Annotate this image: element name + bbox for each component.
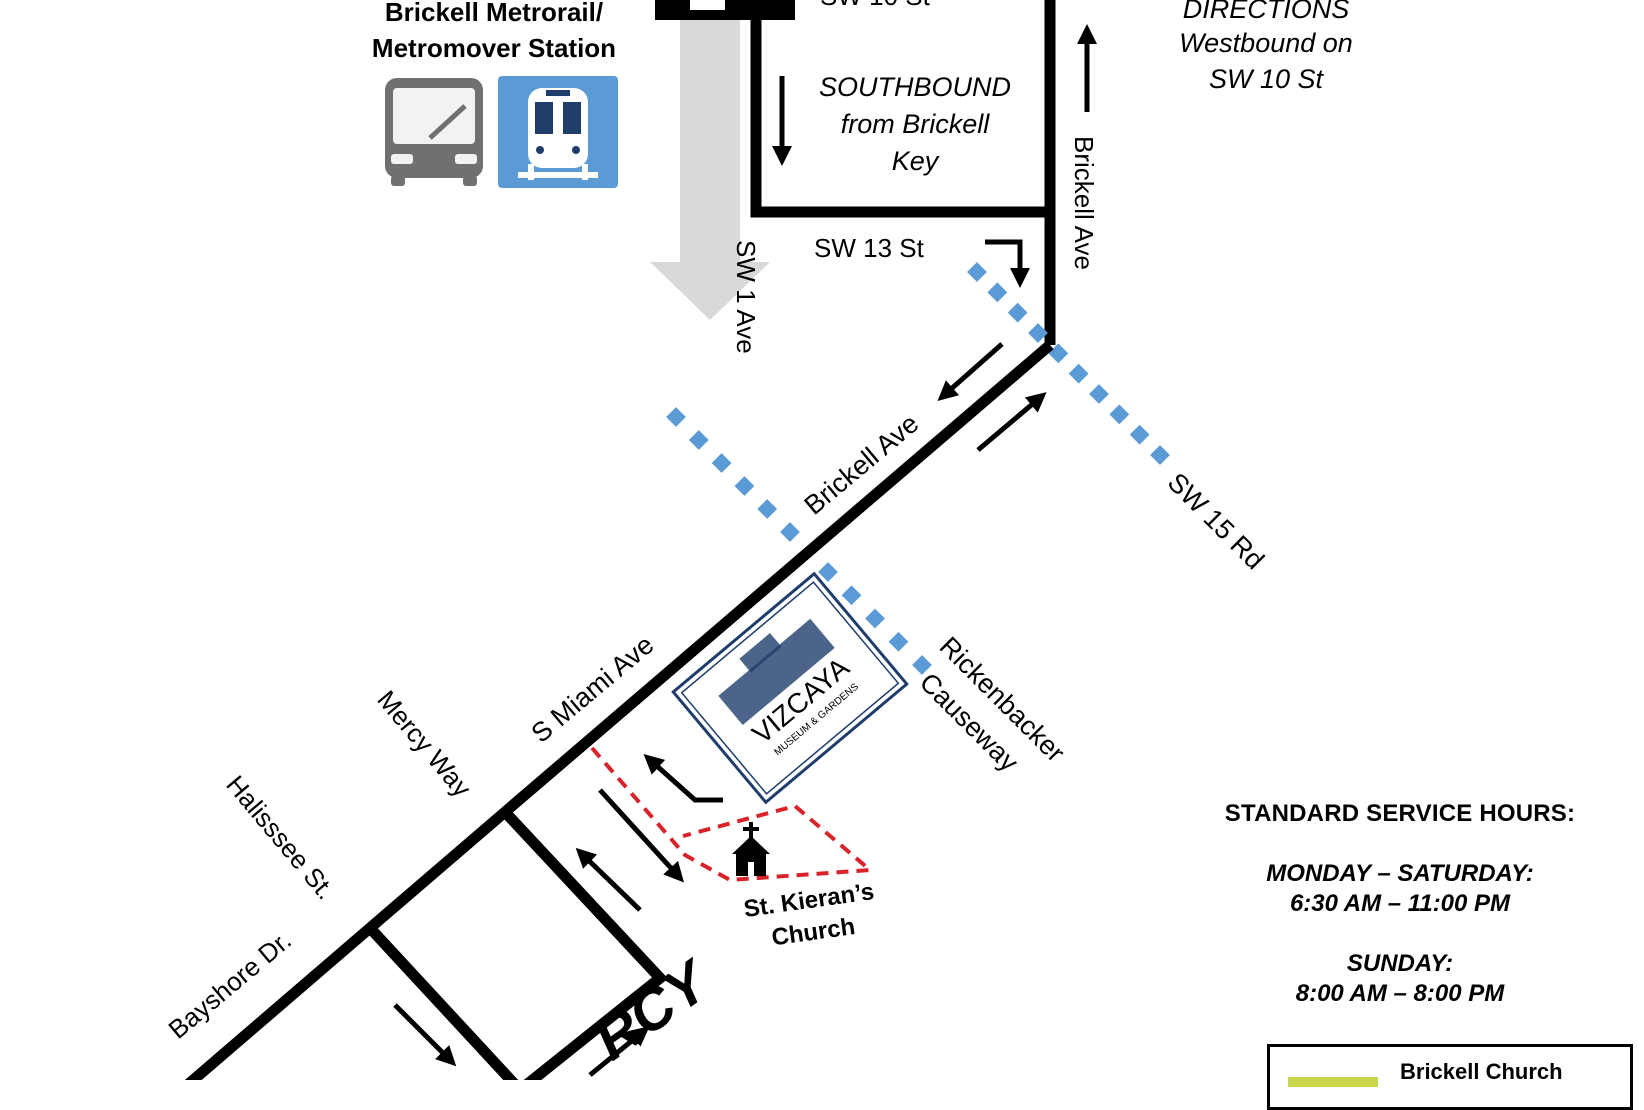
crossing-dot — [757, 499, 778, 519]
arrow-turn-icon — [985, 239, 1030, 288]
route-map: VIZCAYA MUSEUM & GARDENS RCY Brickell Me… — [163, 0, 1353, 1080]
street-sw-10-st: SW 10 St — [820, 0, 931, 11]
route-legend: Brickell Church — [1267, 1044, 1633, 1110]
weekday-label: MONDAY – SATURDAY: — [1266, 860, 1534, 887]
crossing-dot — [1007, 302, 1028, 323]
northbound-note-line3: SW 10 St — [1209, 64, 1325, 94]
service-hours: STANDARD SERVICE HOURS: MONDAY – SATURDA… — [1180, 800, 1620, 1008]
crossing-dot — [1089, 384, 1109, 404]
crossing-dot — [987, 282, 1008, 303]
brickell-key-loop — [750, 0, 1056, 345]
legend-swatch — [1288, 1077, 1378, 1087]
weekday-time: 6:30 AM – 11:00 PM — [1289, 890, 1511, 917]
crossing-dot — [841, 585, 862, 606]
crossing-dot — [666, 407, 686, 427]
crossing-dot — [734, 476, 755, 496]
service-hours-title: STANDARD SERVICE HOURS: — [1224, 800, 1576, 827]
crossing-dot — [967, 262, 987, 282]
northbound-note-line2: Westbound on — [1179, 28, 1353, 58]
station-label-line2: Metromover Station — [372, 33, 616, 63]
crossing-dot — [688, 430, 709, 450]
crossing-dot — [1150, 445, 1170, 465]
church-property-outline — [590, 746, 876, 883]
street-mercy-way: Mercy Way — [371, 685, 477, 803]
church-label-line2: Church — [770, 913, 857, 951]
crossing-dot — [1028, 323, 1048, 343]
street-bayshore-dr: Bayshore Dr. — [163, 925, 297, 1045]
arrow-nw-icon — [575, 847, 642, 912]
street-sw-13-st: SW 13 St — [814, 233, 925, 263]
direction-arrows — [393, 24, 1097, 1077]
crossing-dot — [912, 655, 932, 675]
northbound-note-line1: DIRECTIONS — [1183, 0, 1350, 24]
church-label-line1: St. Kieran’s — [742, 878, 876, 923]
station-marker — [655, 0, 795, 20]
vizcaya-logo: VIZCAYA MUSEUM & GARDENS — [671, 571, 909, 805]
bus-icon — [385, 78, 483, 186]
arrow-ne-icon — [976, 392, 1047, 452]
street-sw-15-rd: SW 15 Rd — [1162, 467, 1270, 575]
crossing-dot — [1109, 404, 1130, 425]
church-icon — [732, 822, 770, 876]
street-halissee-st: Halisssee St. — [220, 770, 341, 906]
sunday-time: 8:00 AM – 8:00 PM — [1295, 980, 1505, 1007]
crossing-dot — [1068, 363, 1089, 384]
crossing-dot — [888, 631, 909, 652]
crossing-dot — [818, 562, 838, 582]
arrow-sw-icon — [937, 342, 1004, 401]
arrow-mercy-icon — [588, 1026, 650, 1077]
crossing-dot — [1048, 343, 1069, 364]
arrow-church-enter-icon — [598, 788, 685, 883]
crossing-dots — [666, 262, 1170, 675]
walk-arrow — [650, 0, 770, 320]
crossing-dot — [780, 522, 800, 542]
southbound-note-line2: from Brickell — [841, 109, 991, 139]
street-sw-1-ave: SW 1 Ave — [731, 240, 761, 354]
southbound-note-line1: SOUTHBOUND — [819, 72, 1011, 102]
crossing-dot — [865, 608, 885, 629]
arrow-church-exit-icon — [643, 754, 723, 803]
street-brickell-ave-vertical: Brickell Ave — [1069, 136, 1099, 270]
crossing-dot — [711, 453, 732, 473]
crossing-dot — [1129, 424, 1150, 445]
main-route — [184, 340, 1054, 1080]
southbound-note-line3: Key — [892, 146, 940, 176]
station-label-line1: Brickell Metrorail/ — [385, 0, 603, 27]
metromover-train-icon — [498, 76, 618, 188]
arrow-se-icon — [393, 1003, 457, 1067]
sunday-label: SUNDAY: — [1346, 950, 1454, 977]
legend-route-name: Brickell Church — [1400, 1059, 1563, 1084]
